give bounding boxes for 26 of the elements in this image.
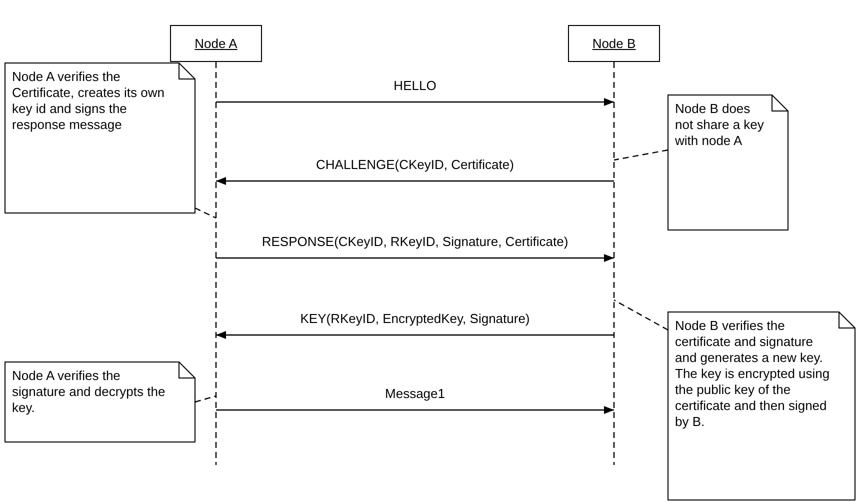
note-shape — [668, 312, 856, 500]
leader-line — [194, 207, 216, 219]
message-arrow — [216, 177, 614, 185]
message-label: KEY(RKeyID, EncryptedKey, Signature) — [300, 311, 530, 327]
note-shape — [4, 62, 196, 214]
message-arrow — [216, 98, 614, 106]
note-shape — [668, 94, 788, 230]
message-label: RESPONSE(CKeyID, RKeyID, Signature, Certificate) — [262, 234, 568, 250]
message-arrow — [216, 406, 614, 414]
participant-box: Node A — [170, 25, 262, 62]
lifeline — [613, 62, 615, 465]
note-shape — [4, 362, 196, 442]
note-text: Node A verifies the Certificate, creates its own key id and signs the response message — [12, 69, 166, 133]
note-text: Node B verifies the certificate and signature and generates a new key. The key is encrypted using the public key of the certificate and then signed by B. — [675, 318, 831, 430]
message-arrow — [216, 331, 614, 339]
note-text: Node A verifies the signature and decrypts the key. — [12, 368, 166, 416]
participant-box: Node B — [568, 25, 660, 62]
message-label: CHALLENGE(CKeyID, Certificate) — [316, 157, 514, 173]
leader-line — [614, 299, 668, 331]
leader-line — [614, 149, 668, 161]
lifeline — [215, 62, 217, 465]
note-text: Node B does not share a key with node A — [675, 101, 765, 149]
message-label: HELLO — [394, 78, 436, 94]
message-arrow — [216, 254, 614, 262]
leader-line — [194, 395, 216, 403]
message-label: Message1 — [385, 386, 445, 402]
